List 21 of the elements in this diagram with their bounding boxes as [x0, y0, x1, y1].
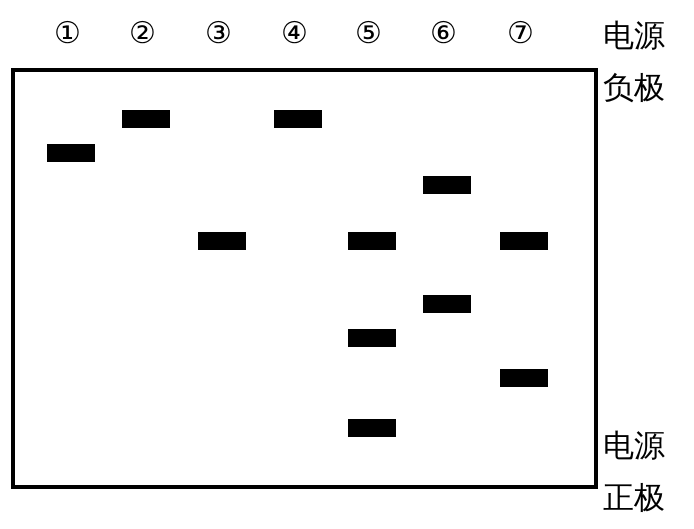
electrode-label: 电源负极	[603, 17, 666, 108]
gel-band	[47, 144, 95, 162]
electrode-label: 电源正极	[603, 427, 666, 518]
gel-band	[423, 295, 471, 313]
lane-number: ①	[54, 17, 81, 51]
gel-band	[198, 232, 246, 250]
gel-band	[348, 232, 396, 250]
lane-number: ⑥	[430, 17, 457, 51]
gel-band	[500, 232, 548, 250]
lane-number: ④	[281, 17, 308, 51]
lane-number: ⑤	[355, 17, 382, 51]
lane-number: ②	[129, 17, 156, 51]
lane-number: ③	[205, 17, 232, 51]
gel-band	[348, 329, 396, 347]
lane-number: ⑦	[507, 17, 534, 51]
gel-band	[274, 110, 322, 128]
gel-band	[348, 419, 396, 437]
gel-band	[500, 369, 548, 387]
gel-band	[122, 110, 170, 128]
gel-band	[423, 176, 471, 194]
gel-outline	[11, 68, 598, 489]
